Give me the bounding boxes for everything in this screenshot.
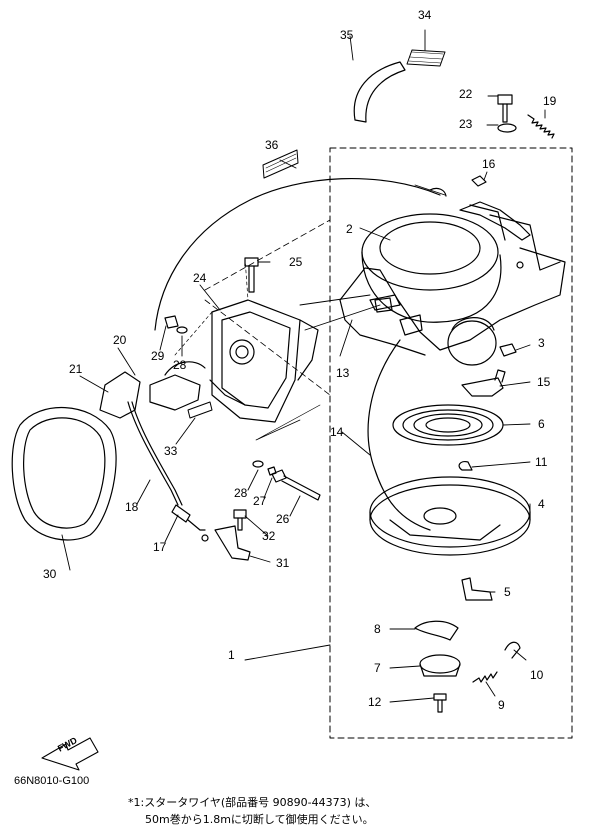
part-17 bbox=[171, 504, 191, 523]
part-21 bbox=[99, 371, 141, 419]
drawing-code: 66N8010-G100 bbox=[14, 775, 90, 787]
callout-5: 5 bbox=[504, 585, 511, 599]
callout-3: 3 bbox=[538, 336, 545, 350]
fwd-arrow bbox=[41, 737, 99, 771]
callout-7: 7 bbox=[374, 661, 381, 675]
callout-4: 4 bbox=[538, 497, 545, 511]
part-28-bottom bbox=[252, 460, 264, 468]
part-13 bbox=[369, 294, 401, 311]
part-22 bbox=[497, 94, 513, 123]
assembly-boundary bbox=[329, 147, 573, 739]
callout-17: 17 bbox=[153, 540, 167, 554]
callout-34: 34 bbox=[418, 8, 432, 22]
callout-14: 14 bbox=[330, 425, 344, 439]
callout-33: 33 bbox=[164, 444, 178, 458]
callout-25: 25 bbox=[289, 255, 303, 269]
callout-18: 18 bbox=[125, 500, 139, 514]
callout-12: 12 bbox=[368, 695, 382, 709]
part-29 bbox=[164, 315, 179, 329]
callout-8: 8 bbox=[374, 622, 381, 636]
leader-lines bbox=[61, 29, 546, 703]
callout-35: 35 bbox=[340, 28, 354, 42]
part-20-handle bbox=[149, 361, 206, 411]
part-16 bbox=[471, 175, 487, 187]
part-23 bbox=[497, 123, 517, 133]
part-25 bbox=[244, 257, 259, 293]
part-31-bracket bbox=[214, 525, 251, 561]
part-19 bbox=[527, 114, 555, 139]
part-24-rope-guide bbox=[209, 299, 319, 423]
part-7 bbox=[419, 654, 461, 677]
footnote-line-1: *1:スタータワイヤ(部品番号 90890-44373) は、 bbox=[128, 796, 377, 809]
callout-32: 32 bbox=[262, 529, 276, 543]
part-32-bolt bbox=[233, 509, 247, 531]
callout-1: 1 bbox=[228, 648, 235, 662]
callout-27: 27 bbox=[253, 494, 267, 508]
part-35 bbox=[353, 61, 406, 123]
part-14-rope bbox=[367, 339, 431, 531]
part-5 bbox=[461, 577, 493, 601]
part-4-pulley bbox=[369, 476, 531, 556]
cable-arc bbox=[154, 177, 441, 331]
callout-10: 10 bbox=[530, 668, 544, 682]
callout-6: 6 bbox=[538, 417, 545, 431]
callout-9: 9 bbox=[498, 698, 505, 712]
footnote-line-2: 50m巻から1.8mに切断して御使用ください。 bbox=[145, 813, 374, 826]
part-27 bbox=[267, 466, 277, 476]
callout-20: 20 bbox=[113, 333, 127, 347]
callout-29: 29 bbox=[151, 349, 165, 363]
callout-22: 22 bbox=[459, 87, 473, 101]
callout-2: 2 bbox=[346, 222, 353, 236]
part-15 bbox=[461, 377, 504, 397]
part-6-spring bbox=[392, 404, 504, 446]
callout-16: 16 bbox=[482, 157, 496, 171]
part-34 bbox=[406, 49, 446, 67]
part-10 bbox=[504, 641, 521, 659]
part-9 bbox=[472, 671, 498, 683]
part-11 bbox=[458, 461, 473, 471]
callout-11: 11 bbox=[535, 455, 548, 469]
callout-36: 36 bbox=[265, 138, 279, 152]
callout-15: 15 bbox=[537, 375, 551, 389]
callout-28-bottom: 28 bbox=[234, 486, 248, 500]
callout-31: 31 bbox=[276, 556, 290, 570]
part-12 bbox=[433, 693, 447, 713]
part-36 bbox=[262, 149, 299, 179]
part-33 bbox=[187, 401, 213, 419]
callout-13: 13 bbox=[336, 366, 350, 380]
part-8 bbox=[414, 620, 459, 641]
part-30-grip bbox=[11, 406, 117, 541]
callout-26: 26 bbox=[276, 512, 290, 526]
callout-28-top: 28 bbox=[173, 358, 187, 372]
part-2-starter-housing bbox=[339, 204, 566, 366]
part-3 bbox=[499, 343, 517, 357]
callout-24: 24 bbox=[193, 271, 207, 285]
part-18-cable bbox=[131, 401, 183, 506]
callout-19: 19 bbox=[543, 94, 557, 108]
callout-23: 23 bbox=[459, 117, 473, 131]
callout-30: 30 bbox=[43, 567, 57, 581]
part-28-top bbox=[176, 326, 188, 334]
sub-boundary bbox=[204, 219, 331, 396]
part-26-bolt bbox=[271, 469, 321, 501]
callout-21: 21 bbox=[69, 362, 83, 376]
